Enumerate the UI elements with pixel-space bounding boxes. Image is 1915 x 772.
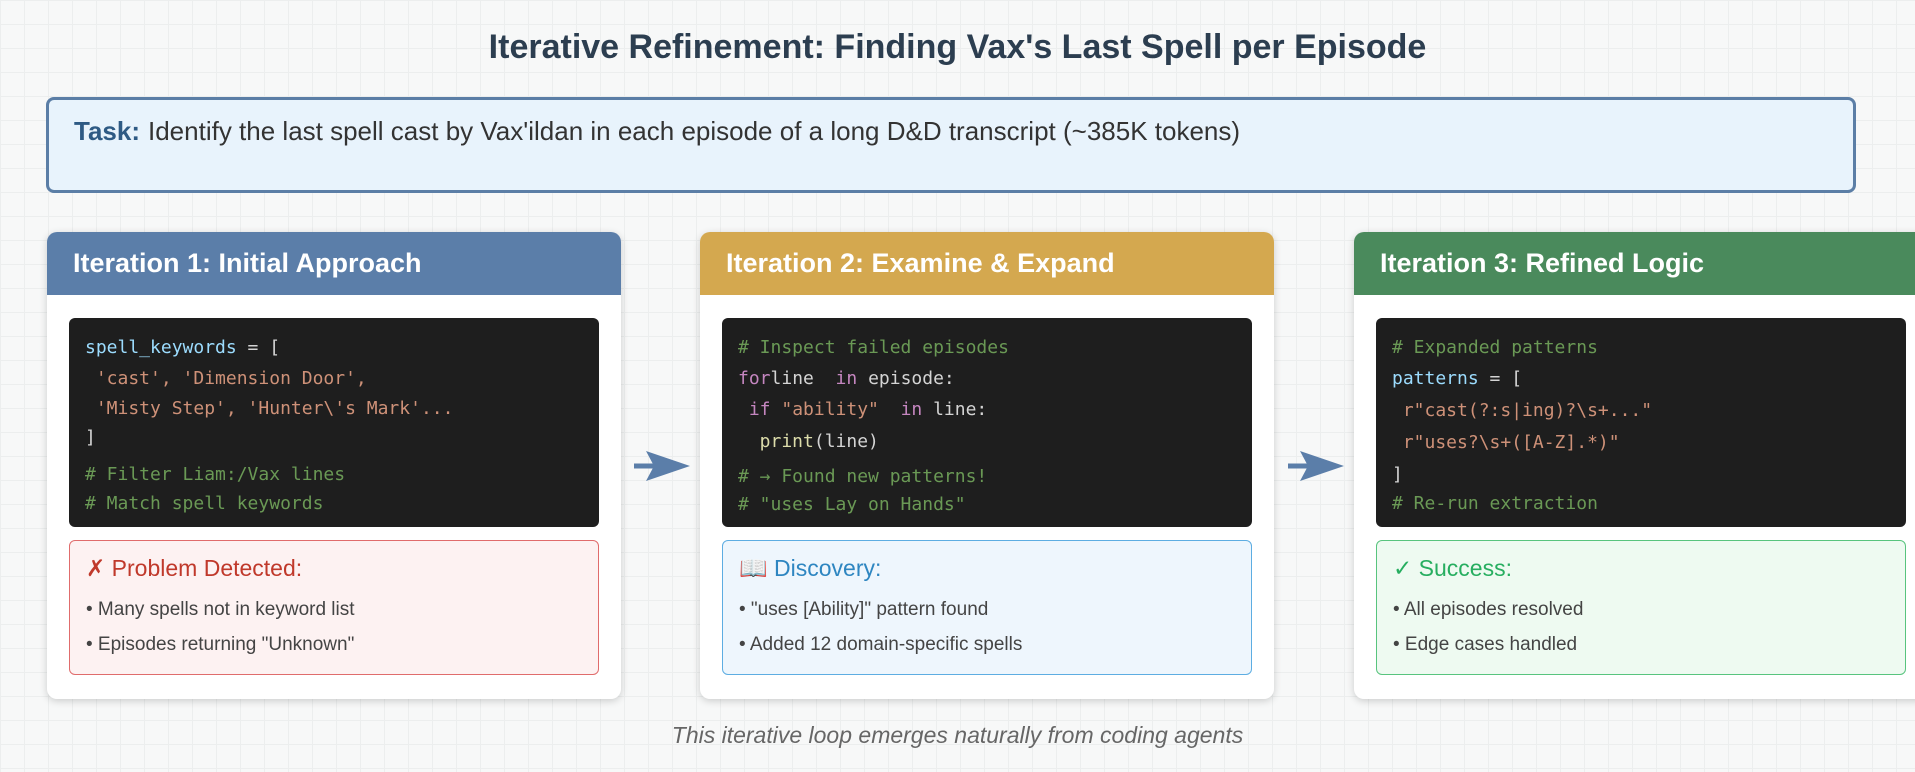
- iteration-1-card: Iteration 1: Initial Approach spell_keyw…: [47, 232, 621, 699]
- note-item: • "uses [Ability]" pattern found: [739, 599, 989, 620]
- code-line: r"uses?\s+([A-Z].*)": [1392, 432, 1620, 453]
- code-line: ]: [1392, 464, 1403, 485]
- code-function: print: [738, 431, 814, 452]
- problem-title: ✗ Problem Detected:: [86, 555, 582, 582]
- note-item: • Edge cases handled: [1393, 634, 1578, 655]
- footer-caption: This iterative loop emerges naturally fr…: [671, 722, 1244, 748]
- iteration-2-header: Iteration 2: Examine & Expand: [700, 232, 1274, 295]
- arrow-right-icon: [634, 451, 690, 481]
- code-keyword: in: [889, 399, 923, 420]
- note-item: • All episodes resolved: [1393, 599, 1584, 620]
- code-comment: # Inspect failed episodes: [738, 337, 1009, 358]
- code-comment: # "uses Lay on Hands": [738, 494, 966, 515]
- code-text: line: [770, 368, 825, 389]
- code-comment: # Re-run extraction: [1392, 493, 1598, 514]
- code-line: = [: [236, 337, 281, 358]
- code-text: line:: [922, 399, 988, 420]
- discovery-title: 📖 Discovery:: [739, 555, 1235, 582]
- success-box: ✓ Success: • All episodes resolved • Edg…: [1376, 540, 1906, 675]
- iteration-3-header: Iteration 3: Refined Logic: [1354, 232, 1915, 295]
- code-text: episode:: [857, 368, 955, 389]
- discovery-box: 📖 Discovery: • "uses [Ability]" pattern …: [722, 540, 1252, 675]
- code-line: 'Misty Step', 'Hunter\'s Mark'...: [85, 398, 454, 419]
- code-comment: # Expanded patterns: [1392, 337, 1598, 358]
- iteration-3-code-block: # Expanded patterns patterns = [ r"cast(…: [1376, 318, 1906, 527]
- task-label: Task:: [74, 116, 140, 146]
- success-title-text: Success:: [1418, 555, 1512, 581]
- code-string: "ability": [770, 399, 879, 420]
- iteration-1-code-block: spell_keywords = [ 'cast', 'Dimension Do…: [69, 318, 599, 527]
- task-box: Task: Identify the last spell cast by Vax…: [46, 97, 1856, 193]
- code-line: r"cast(?:s|ing)?\s+...": [1392, 400, 1653, 421]
- code-keyword: if: [738, 399, 771, 420]
- arrow-right-icon: [1288, 451, 1344, 481]
- code-line: 'cast', 'Dimension Door',: [85, 368, 367, 389]
- check-mark-icon: ✓: [1393, 555, 1413, 581]
- code-line: spell_keywords: [85, 337, 237, 358]
- problem-title-text: Problem Detected:: [111, 555, 303, 581]
- code-comment: # → Found new patterns!: [738, 466, 988, 487]
- diagram-title: Iterative Refinement: Finding Vax's Last…: [488, 28, 1427, 66]
- note-item: • Episodes returning "Unknown": [86, 634, 355, 655]
- task-text: Identify the last spell cast by Vax'ilda…: [148, 116, 1241, 146]
- code-comment: # Match spell keywords: [85, 493, 324, 514]
- code-text: = [: [1478, 368, 1523, 389]
- iteration-3-card: Iteration 3: Refined Logic # Expanded pa…: [1354, 232, 1915, 699]
- code-keyword: in: [835, 368, 858, 389]
- book-icon: 📖: [739, 555, 768, 581]
- code-keyword: for: [738, 368, 771, 389]
- x-mark-icon: ✗: [86, 555, 106, 581]
- code-line: ]: [85, 427, 96, 448]
- success-title: ✓ Success:: [1393, 555, 1889, 582]
- note-item: • Many spells not in keyword list: [86, 599, 355, 620]
- code-text: (line): [813, 431, 879, 452]
- discovery-title-text: Discovery:: [774, 555, 882, 581]
- code-variable: patterns: [1392, 368, 1479, 389]
- problem-detected-box: ✗ Problem Detected: • Many spells not in…: [69, 540, 599, 675]
- iteration-1-header: Iteration 1: Initial Approach: [47, 232, 621, 295]
- code-comment: # Filter Liam:/Vax lines: [85, 464, 346, 485]
- note-item: • Added 12 domain-specific spells: [739, 634, 1023, 655]
- iteration-2-card: Iteration 2: Examine & Expand # Inspect …: [700, 232, 1274, 699]
- iteration-2-code-block: # Inspect failed episodes forline in epi…: [722, 318, 1252, 527]
